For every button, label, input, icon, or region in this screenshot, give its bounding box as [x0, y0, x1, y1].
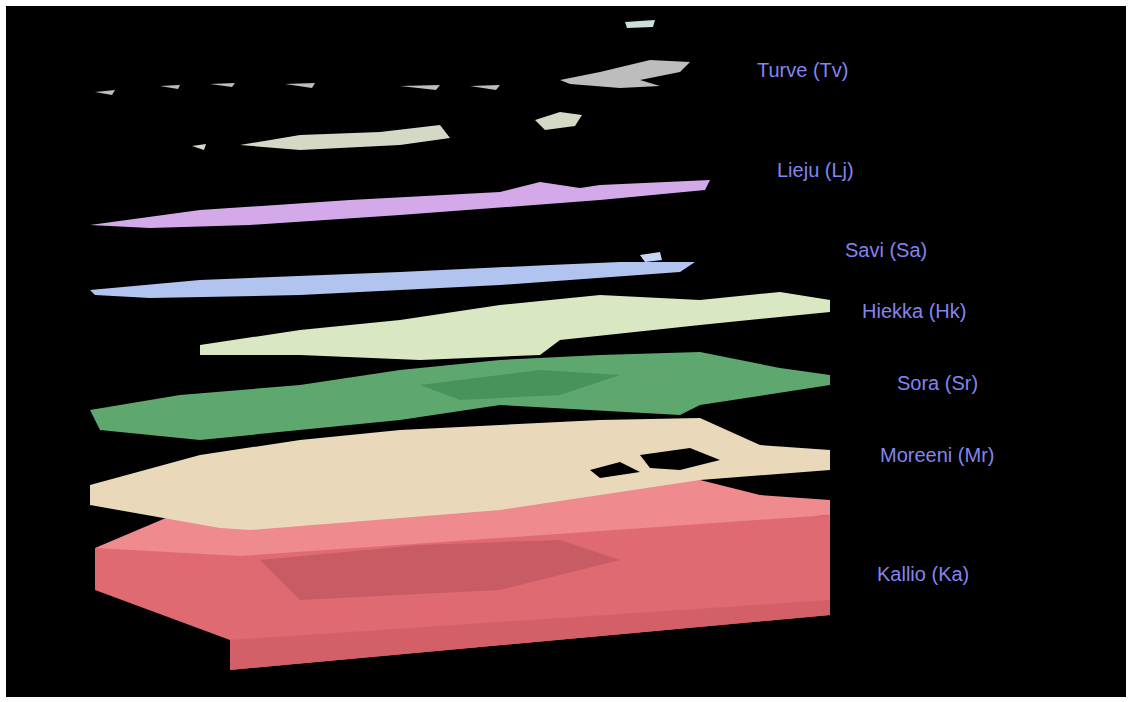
peat-patch — [210, 83, 235, 87]
clay-patch — [640, 252, 662, 262]
peat-patch — [470, 85, 500, 90]
peat-patch — [95, 90, 115, 95]
peat-patch — [400, 85, 440, 90]
gravel-shade — [420, 370, 620, 400]
peat-patch — [160, 85, 180, 89]
moraine-gap — [590, 462, 640, 478]
moraine-gap — [640, 448, 720, 470]
patch — [535, 112, 582, 130]
mud-layer — [90, 180, 710, 228]
layer-label: Sora (Sr) — [897, 371, 978, 395]
layer-label: Kallio (Ka) — [877, 562, 969, 586]
layer-label: Hiekka (Hk) — [862, 299, 966, 323]
layer-label: Turve (Tv) — [757, 58, 848, 82]
patch — [240, 125, 450, 150]
peat-patch — [560, 60, 690, 88]
layer-label: Moreeni (Mr) — [880, 443, 994, 467]
patch — [192, 144, 206, 150]
gravel-layer — [90, 352, 830, 440]
peat-patch — [625, 20, 655, 28]
bedrock-side — [230, 600, 830, 670]
clay-layer — [90, 262, 695, 298]
layer-label: Lieju (Lj) — [777, 158, 854, 182]
layer-label: Savi (Sa) — [845, 238, 927, 262]
peat-patch — [285, 83, 315, 88]
bedrock-shade — [260, 540, 620, 600]
sand-layer — [200, 292, 830, 360]
